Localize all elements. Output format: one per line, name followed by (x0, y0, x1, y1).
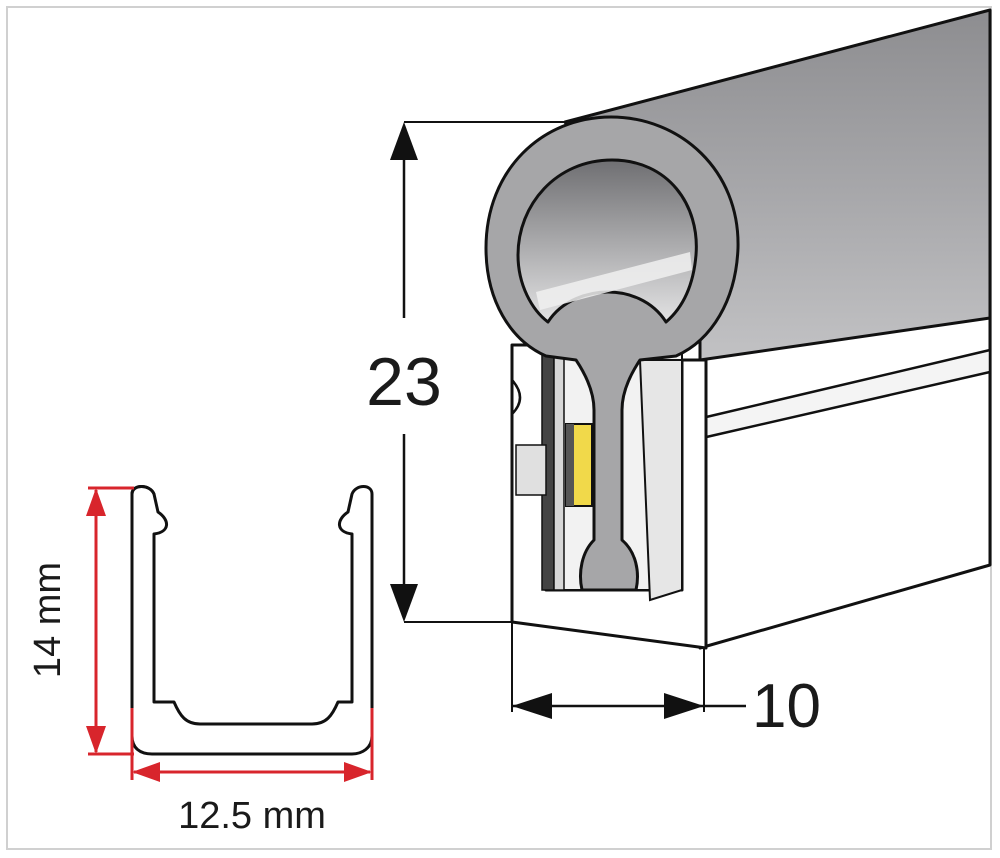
width-label-10: 10 (752, 672, 821, 741)
channel-height-dimension: 14 mm (27, 486, 134, 756)
u-channel-cross-section (130, 485, 374, 756)
width-dimension-10: 10 (511, 622, 821, 741)
u-channel-outline (130, 485, 374, 756)
channel-width-dimension: 12.5 mm (130, 708, 374, 837)
height-label-23: 23 (366, 344, 442, 420)
channel-height-label: 14 mm (27, 562, 69, 678)
neon-profile-3d (484, 8, 992, 650)
height-dimension-23: 23 (366, 121, 566, 623)
channel-width-label: 12.5 mm (178, 795, 326, 837)
